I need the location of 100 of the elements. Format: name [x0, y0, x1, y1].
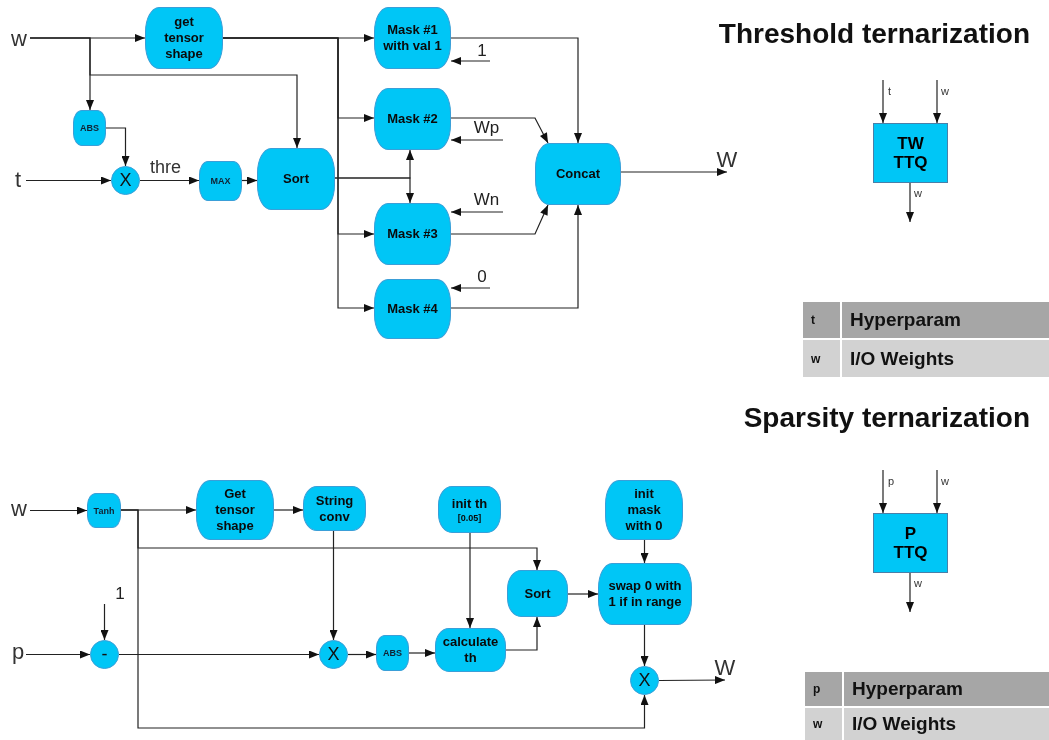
block-label: Mask #3: [387, 226, 438, 242]
table-cell: I/O Weights: [842, 340, 1049, 377]
block-label: Get tensor shape: [214, 486, 256, 534]
arrow: [466, 532, 474, 629]
process-block: [374, 7, 451, 69]
table-cell: Hyperparam: [844, 672, 1049, 706]
constant-label: 0: [477, 267, 487, 287]
block-label: ABS: [383, 648, 402, 658]
arrow: [222, 37, 375, 312]
arrow: [450, 136, 504, 144]
block-label: Mask #2: [387, 111, 438, 127]
signal-label: w: [11, 496, 27, 522]
edge-label: w: [914, 578, 922, 589]
operator-circle: [111, 166, 140, 195]
table-cell: t: [803, 302, 840, 338]
process-block: [303, 486, 366, 531]
arrow: [879, 79, 887, 124]
process-block: [257, 148, 335, 210]
process-block: [145, 7, 223, 69]
arrow: [450, 57, 491, 65]
arrow: [118, 650, 320, 659]
block-label: String conv: [314, 492, 355, 525]
arrow: [105, 127, 130, 167]
arrow: [505, 616, 541, 651]
edge-label: w: [941, 86, 949, 97]
process-block: [73, 110, 106, 146]
block-label: Sort: [524, 585, 551, 602]
arrow: [450, 204, 582, 309]
operator-circle: [319, 640, 348, 669]
arrow: [450, 208, 504, 216]
arrow: [906, 572, 914, 613]
arrow: [120, 509, 649, 729]
block-label: Concat: [555, 166, 601, 182]
constant-label: 1: [115, 584, 125, 604]
table-cell: w: [803, 340, 840, 377]
block-label: init th: [451, 495, 488, 512]
process-block: [535, 143, 621, 205]
arrow: [25, 650, 91, 659]
arrow: [879, 469, 887, 514]
arrow: [450, 37, 582, 144]
arrow: [450, 117, 549, 144]
block-label: -: [101, 644, 108, 665]
edge-label: p: [888, 476, 895, 487]
constant-label: 1: [477, 40, 487, 61]
arrow: [29, 506, 88, 515]
arrow: [658, 676, 726, 685]
block-label: MAX: [210, 176, 231, 186]
operator-circle: [90, 640, 119, 669]
signal-label: t: [14, 167, 22, 193]
table-cell: I/O Weights: [844, 708, 1049, 740]
edge-label: w: [941, 476, 949, 487]
arrow: [620, 168, 728, 176]
block-label: [0.05]: [457, 511, 482, 524]
process-block: [196, 480, 274, 540]
ttq-block: [873, 513, 948, 573]
arrow: [241, 176, 258, 185]
process-block: [598, 563, 692, 625]
arrow: [334, 177, 414, 204]
arrow: [273, 506, 304, 514]
constant-label: Wn: [473, 190, 500, 210]
block-label: swap 0 with 1 if in range: [607, 578, 683, 610]
arrow: [933, 469, 941, 514]
block-label: init mask with 0: [624, 486, 664, 534]
signal-label: W: [716, 147, 738, 173]
section-title: Threshold ternarization: [717, 17, 1030, 51]
process-block: [438, 486, 501, 533]
process-block: [87, 493, 121, 528]
block-label: get tensor shape: [163, 14, 205, 62]
arrow: [139, 176, 200, 185]
arrow: [100, 603, 109, 641]
process-block: [199, 161, 242, 201]
block-label: X: [327, 644, 340, 665]
process-block: [374, 203, 451, 265]
block-label: ABS: [80, 123, 99, 133]
arrow: [450, 284, 491, 292]
constant-label: Wp: [473, 118, 500, 138]
block-label: Mask #1 with val 1: [382, 22, 443, 54]
block-label: calculate th: [442, 634, 499, 666]
arrow: [408, 649, 436, 657]
block-label: Mask #4: [387, 301, 438, 317]
section-title: Sparsity ternarization: [742, 401, 1030, 435]
arrow: [906, 182, 914, 223]
process-block: [605, 480, 683, 540]
signal-label: p: [11, 639, 25, 665]
arrow: [567, 590, 599, 598]
arrow: [29, 37, 301, 149]
edge-label: t: [888, 86, 892, 97]
edge-label: thre: [150, 158, 182, 176]
arrow: [329, 530, 338, 641]
block-label: TW TTQ: [892, 134, 929, 172]
signal-label: w: [11, 26, 27, 52]
block-label: X: [119, 170, 132, 191]
process-block: [507, 570, 568, 617]
block-label: Sort: [283, 171, 309, 187]
table-cell: Hyperparam: [842, 302, 1049, 338]
operator-circle: [630, 666, 659, 695]
arrow: [347, 650, 377, 659]
arrow: [933, 79, 941, 124]
arrow: [640, 539, 649, 564]
process-block: [376, 635, 409, 671]
